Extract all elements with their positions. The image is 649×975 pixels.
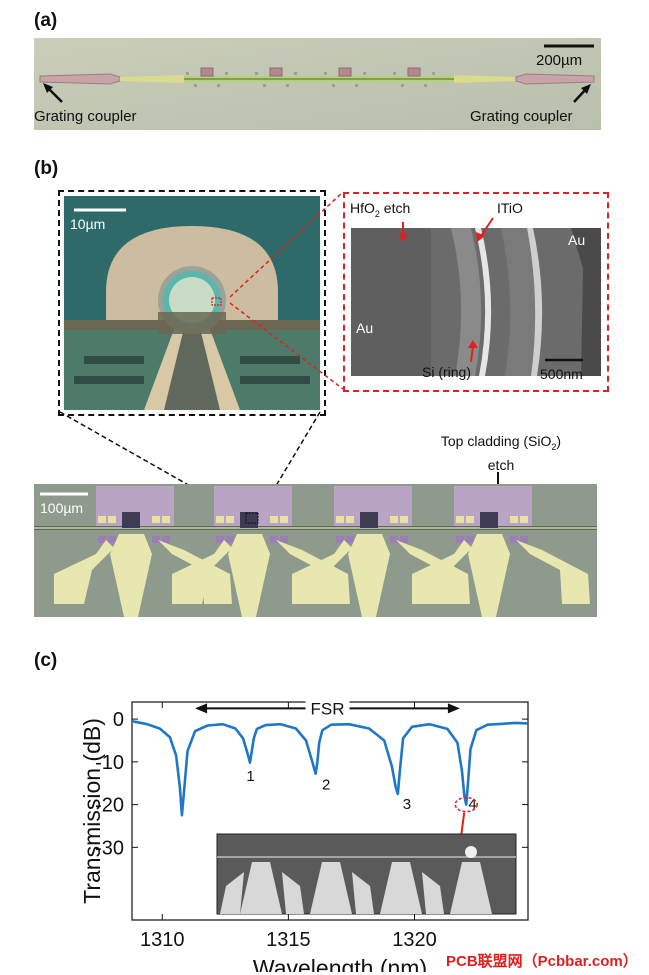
y-tick-label: -30 [95, 837, 124, 859]
panel-a-micrograph [34, 38, 601, 130]
resonance-label-4: 4 [468, 796, 476, 813]
x-tick-label: 1310 [140, 929, 185, 951]
panel-b-label: (b) [34, 158, 59, 179]
y-axis-label: Transmission (dB) [79, 718, 105, 904]
right-grating-coupler-label: Grating coupler [470, 108, 573, 125]
itio-label: ITiO [497, 200, 523, 216]
chart-inset-micrograph [216, 833, 517, 915]
fsr-label: FSR [310, 699, 344, 718]
resonance-label-3: 3 [403, 796, 411, 813]
y-tick-label: 0 [113, 709, 124, 731]
fsr-label-background [305, 698, 350, 719]
optical-scale-bar-label: 10µm [70, 216, 106, 232]
au-right-label: Au [568, 232, 586, 248]
x-axis-label: Wavelength (nm) [253, 955, 427, 972]
transmission-series-line-0 [131, 719, 529, 817]
left-grating-coupler-label: Grating coupler [34, 108, 137, 125]
panel-a-scale-bar-label: 200µm [536, 52, 583, 69]
x-tick-label: 1315 [266, 929, 311, 951]
sem-scale-bar-label: 500nm [540, 366, 583, 382]
modulator-array-micrograph [34, 484, 597, 617]
top-cladding-label: Top cladding (SiO2) etch [440, 433, 562, 473]
y-tick-label: -10 [95, 752, 124, 774]
sem-zoom-frame [343, 192, 609, 392]
panel-c-label: (c) [34, 650, 58, 671]
fsr-arrowhead-left [195, 703, 208, 714]
resonance-label-1: 1 [246, 768, 254, 785]
x-tick-label: 1320 [392, 929, 437, 951]
si-ring-label: Si (ring) [422, 364, 472, 380]
resonance-label-2: 2 [322, 777, 330, 794]
panel-a-label: (a) [34, 10, 58, 31]
resonance-4-marker [454, 796, 478, 813]
au-left-label: Au [356, 320, 374, 336]
array-scale-bar-label: 100µm [40, 500, 84, 516]
y-tick-label: -20 [95, 795, 124, 817]
fsr-arrowhead-right [447, 703, 460, 714]
watermark: PCB联盟网（Pcbbar.com） [446, 953, 638, 970]
hfo2-etch-label: HfO2 etch [350, 200, 411, 219]
